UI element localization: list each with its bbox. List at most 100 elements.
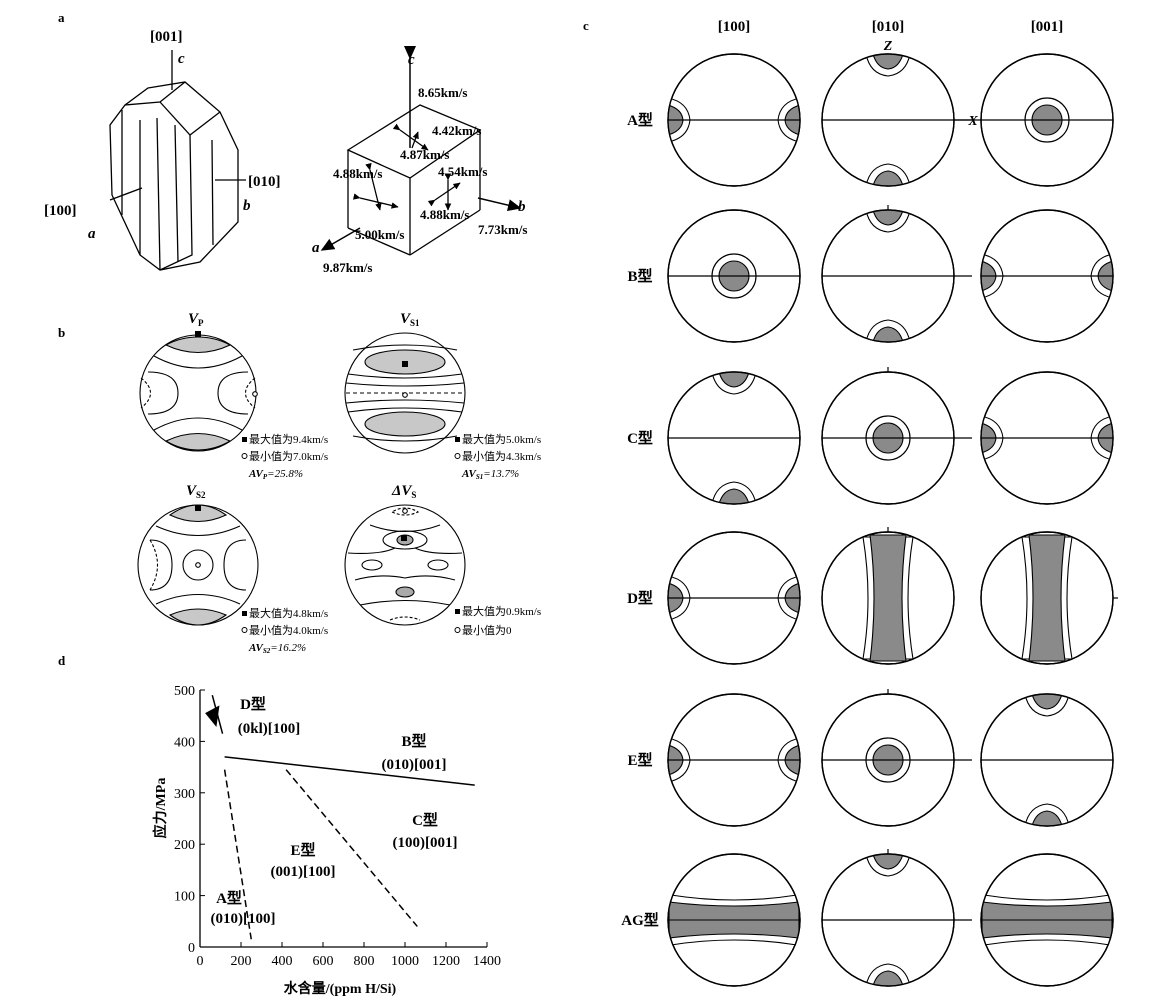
vs1-max-text: 最大值为5.0km/s: [462, 432, 541, 446]
row-label: B型: [627, 267, 652, 285]
row-label: E型: [627, 751, 652, 769]
stereonet-1-1: [821, 205, 972, 343]
panel-letter-b: b: [58, 325, 65, 340]
cube-axis-b: b: [518, 199, 526, 215]
y-tick-label: 0: [188, 941, 195, 956]
cube-axis-c: c: [408, 52, 415, 68]
boundary-line-1: [224, 756, 475, 786]
region-c-plane: (100)[001]: [393, 835, 458, 851]
column-header: [010]: [872, 19, 905, 35]
x-tick-label: 1000: [391, 954, 419, 969]
vp-max-text: 最大值为9.4km/s: [249, 432, 328, 446]
vp-min-text: 最小值为7.0km/s: [249, 450, 328, 463]
vs2-max-text: 最大值为4.8km/s: [249, 606, 328, 620]
vs2-anisotropy: AVS2=16.2%: [248, 642, 306, 655]
stereonet-4-2: [980, 693, 1114, 827]
cube-vel-c: 8.65km/s: [418, 85, 467, 100]
vs2-title: VS2: [186, 483, 206, 500]
region-d-type: D型: [240, 695, 266, 713]
panel-letter-a: a: [58, 10, 65, 25]
boundary-line-2: [223, 769, 252, 940]
row-label: A型: [627, 111, 653, 129]
velocity-cube: [320, 46, 522, 256]
row-label: AG型: [621, 911, 659, 929]
chart-xlabel: 水含量/(ppm H/Si): [284, 980, 397, 997]
stereonet-5-2: [980, 853, 1114, 987]
x-tick-label: 200: [231, 954, 252, 969]
stereonet-2-0: [667, 371, 801, 505]
region-e-plane: (001)[100]: [271, 864, 336, 880]
vs1-stereonet: [344, 332, 466, 454]
crystal-dir-001: [001]: [150, 29, 183, 45]
dvs-stereonet: [344, 504, 466, 626]
y-tick-label: 200: [174, 838, 195, 853]
dvs-title: ΔVS: [391, 483, 416, 500]
min-marker-icon: [241, 627, 248, 633]
stereonet-4-1: [821, 689, 972, 827]
vertical-girdle: [869, 534, 907, 662]
region-c-type: C型: [412, 811, 438, 829]
crystal-axis-a: a: [88, 226, 96, 242]
vs1-min-text: 最小值为4.3km/s: [462, 450, 541, 463]
stereonet-3-1: [821, 527, 955, 665]
cube-vel-b: 7.73km/s: [478, 222, 527, 237]
crystal-axis-b: b: [243, 198, 251, 214]
panel-letter-c: c: [583, 18, 589, 33]
y-tick-label: 400: [174, 735, 195, 750]
stereonet-5-1: [821, 849, 972, 987]
tb-pole: [1031, 694, 1063, 710]
tb-pole: [872, 854, 904, 870]
region-b-plane: (010)[001]: [382, 757, 447, 773]
x-tick-label: 400: [272, 954, 293, 969]
crystal-axis-c: c: [178, 51, 185, 67]
max-marker-icon: [455, 609, 460, 614]
vs1-title: VS1: [400, 311, 420, 328]
vp-stereonet: [139, 331, 258, 452]
max-marker-icon: [242, 611, 247, 616]
vs1-anisotropy: AVS1=13.7%: [461, 468, 519, 481]
dvs-min-text: 最小值为0: [462, 624, 512, 637]
vs1-legend: 最大值为5.0km/s 最小值为4.3km/s AVS1=13.7%: [454, 432, 541, 481]
stereonet-2-2: [980, 371, 1114, 505]
dvs-legend: 最大值为0.9km/s 最小值为0: [454, 604, 541, 637]
y-tick-label: 300: [174, 787, 195, 802]
tb-pole: [718, 488, 750, 504]
x-tick-label: 1200: [432, 954, 460, 969]
x-tick-label: 1400: [473, 954, 501, 969]
chart-ylabel: 应力/MPa: [152, 778, 169, 839]
cube-vel-top1: 4.42km/s: [432, 123, 481, 138]
max-marker-icon: [455, 437, 460, 442]
x-tick-label: 600: [313, 954, 334, 969]
stereonet-3-0: [667, 531, 801, 665]
cube-vel-top2: 4.87km/s: [400, 147, 449, 162]
stereonet-content: [1021, 534, 1073, 662]
min-marker-icon: [454, 627, 461, 633]
cube-axis-a: a: [312, 240, 320, 256]
y-tick-label: 100: [174, 890, 195, 905]
cube-vel-left: 4.88km/s: [333, 166, 382, 181]
column-header: [100]: [718, 19, 751, 35]
tb-pole: [872, 326, 904, 342]
row-label: C型: [627, 429, 653, 447]
stereonet-content: [865, 54, 911, 186]
tb-pole: [718, 372, 750, 388]
cube-vel-right2: 4.88km/s: [420, 207, 469, 222]
stereonet-content: [865, 854, 911, 986]
stereonet-content: [1024, 694, 1070, 826]
y-tick-label: 500: [174, 684, 195, 699]
region-e-type: E型: [290, 841, 315, 859]
stereonet-2-1: [821, 367, 972, 505]
vs2-stereonet: [137, 504, 259, 626]
region-a-plane: (010)[100]: [211, 911, 276, 927]
vertical-girdle: [1028, 534, 1066, 662]
stereonet-content: [711, 372, 757, 504]
min-marker-icon: [454, 453, 461, 459]
dvs-max-text: 最大值为0.9km/s: [462, 604, 541, 618]
stereonet-1-0: [667, 209, 801, 343]
vp-anisotropy: AVP=25.8%: [248, 468, 303, 481]
cube-vel-front: 5.00km/s: [355, 227, 404, 242]
x-tick-label: 800: [354, 954, 375, 969]
vs2-legend: 最大值为4.8km/s 最小值为4.0km/s AVS2=16.2%: [241, 606, 328, 655]
cube-vel-a: 9.87km/s: [323, 260, 372, 275]
